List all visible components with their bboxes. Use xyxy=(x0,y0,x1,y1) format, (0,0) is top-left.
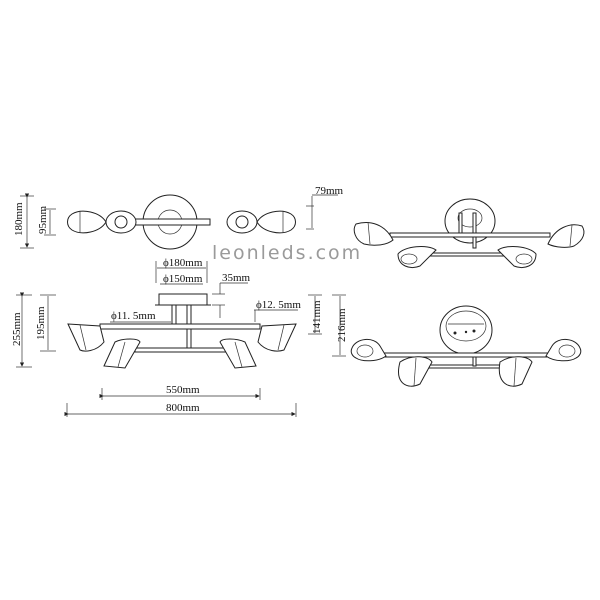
dim-depth: 79mm xyxy=(315,185,344,197)
dim-lower-overall-height: 216mm xyxy=(336,308,348,342)
dim-canopy-inner-diameter: ϕ150mm xyxy=(163,273,203,285)
dim-lower-inner-height: 141mm xyxy=(311,300,323,334)
dim-rod-diameter-left: ϕ11. 5mm xyxy=(111,310,156,322)
perspective-view-lower: 141mm 216mm xyxy=(308,294,582,387)
dim-top-overall-height: 180mm xyxy=(13,202,25,236)
top-view: 180mm 95mm xyxy=(13,193,296,250)
dim-front-overall-height: 255mm xyxy=(11,312,23,346)
watermark: leonleds.com xyxy=(212,242,362,264)
dim-front-body-height: 195mm xyxy=(35,306,47,340)
dim-canopy-height: 35mm xyxy=(222,272,251,284)
dim-inner-width: 550mm xyxy=(166,384,200,396)
dim-canopy-outer-diameter: ϕ180mm xyxy=(163,257,203,269)
dim-top-inner-height: 95mm xyxy=(37,205,49,234)
dim-overall-width: 800mm xyxy=(166,402,200,414)
perspective-view-upper: 79mm xyxy=(306,185,585,268)
dim-rod-diameter-right: ϕ12. 5mm xyxy=(256,299,301,311)
front-view: ϕ180mm ϕ150mm 35mm ϕ11. 5mm ϕ12. 5mm 255… xyxy=(11,257,301,417)
